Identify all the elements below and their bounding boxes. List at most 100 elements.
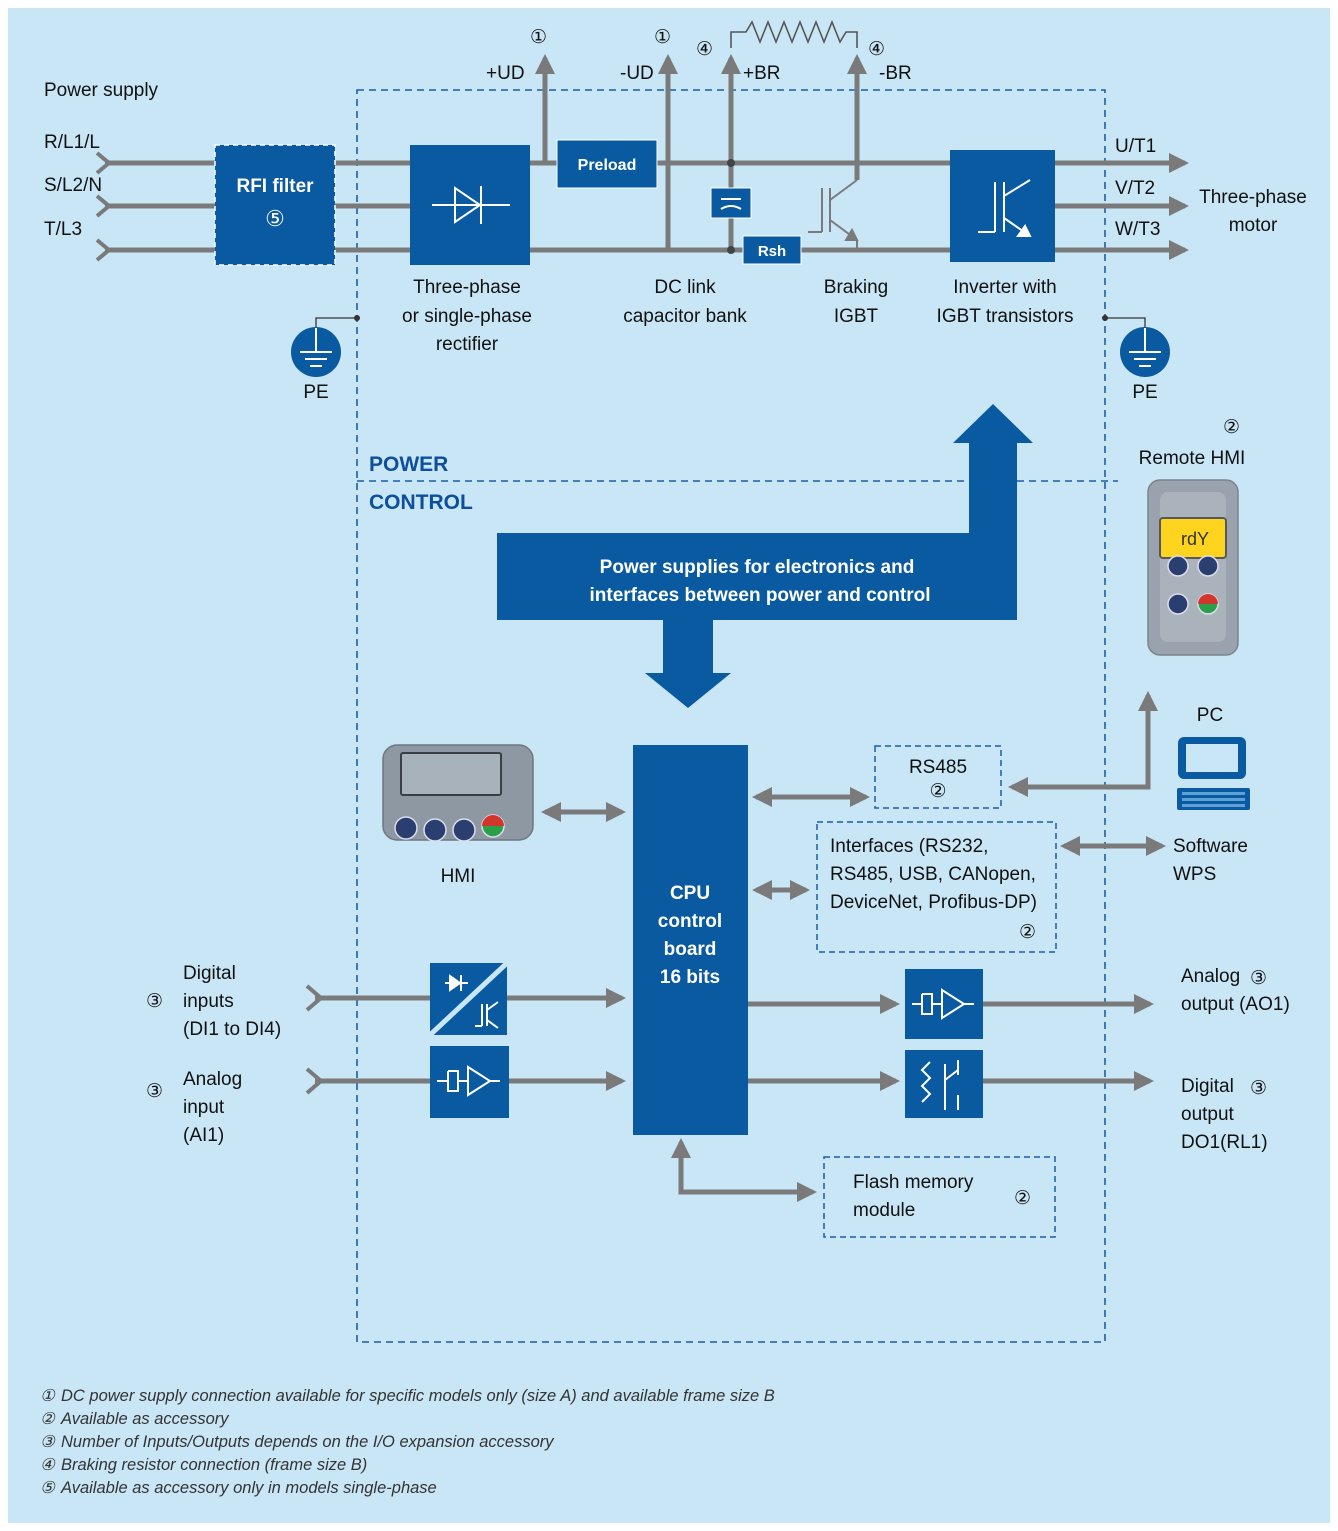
marker-1: ① [530,27,547,48]
software-label: WPS [1173,864,1216,885]
capacitor-icon [720,198,742,210]
analog-output-amplifier [905,969,983,1039]
footnote-marker: ④ [40,1456,56,1474]
marker-2: ② [1019,922,1036,943]
analog-input-label: Analog [183,1069,242,1090]
rsh-block [742,235,802,265]
power-wiring [105,54,1189,260]
power-supply-title: Power supply [44,80,159,101]
motor-output-label: V/T2 [1115,178,1155,199]
minus-ud-label: -UD [620,63,654,84]
rfi-filter-block [214,144,336,266]
rs485-label: RS485 [909,757,967,778]
analog-input-label: input [183,1097,225,1118]
pc-icon [1177,737,1250,810]
minus-br-label: -BR [879,63,912,84]
rs485-box [874,745,1002,809]
marker-2: ② [1014,1188,1031,1209]
motor-output-label: W/T3 [1115,219,1160,240]
interfaces-box [816,821,1057,953]
footnotes: ① DC power supply connection available f… [40,1387,775,1497]
junction-dot [727,246,735,254]
input-chevrons [95,151,113,262]
marker-2: ② [929,781,946,802]
cpu-block [633,745,748,1135]
footnote-marker: ③ [40,1433,56,1451]
pe-ground-left [291,315,360,377]
capacitor-block [710,187,752,219]
braking-label: Braking [824,277,888,298]
power-supplies-label: interfaces between power and control [589,585,930,606]
control-section-label: CONTROL [369,491,473,514]
inverter-label: Inverter with [953,277,1056,298]
phase-label: T/L3 [44,219,82,240]
analog-output-label: Analog [1181,966,1240,987]
pe-ground-right [1102,315,1170,377]
cpu-label: CPU [670,883,710,904]
power-supplies-label: Power supplies for electronics and [600,557,915,578]
cpu-label: board [664,939,717,960]
pc-label: PC [1197,705,1223,726]
footnote-marker: ⑤ [40,1479,56,1497]
footnote-text: DC power supply connection available for… [61,1387,775,1405]
software-label: Software [1173,836,1248,857]
marker-5: ⑤ [265,206,285,231]
marker-2: ② [1223,417,1240,438]
igbt-icon [978,179,1032,237]
rectifier-label: rectifier [436,334,499,355]
dc-link-label: capacitor bank [623,306,747,327]
footnote-marker: ① [40,1387,56,1405]
digital-inputs-label: inputs [183,991,234,1012]
motor-label: motor [1229,215,1278,236]
rfi-filter-label: RFI filter [236,176,314,197]
interfaces-label: DeviceNet, Profibus-DP) [830,892,1037,913]
braking-resistor [730,19,858,48]
motor-label: Three-phase [1199,187,1307,208]
digital-output-label: DO1(RL1) [1181,1132,1268,1153]
flash-memory-label: Flash memory [853,1172,974,1193]
plus-ud-label: +UD [486,63,525,84]
marker-3: ③ [146,1081,163,1102]
interfaces-label: RS485, USB, CANopen, [830,864,1036,885]
marker-3: ③ [1250,1078,1267,1099]
phase-label: R/L1/L [44,132,100,153]
remote-hmi-device: rdY [1147,479,1239,656]
rsh-label: Rsh [758,243,786,260]
dc-link-label: DC link [654,277,716,298]
analog-output-label: output (AO1) [1181,994,1290,1015]
digital-inputs-label: Digital [183,963,236,984]
marker-4: ④ [696,39,713,60]
marker-3: ③ [146,991,163,1012]
analog-input-label: (AI1) [183,1125,224,1146]
marker-1: ① [654,27,671,48]
remote-hmi-display: rdY [1181,529,1209,549]
rectifier-label: or single-phase [402,306,532,327]
analog-input-amplifier [430,1046,509,1118]
diode-icon [432,186,510,224]
marker-4: ④ [868,39,885,60]
digital-output-label: output [1181,1104,1235,1125]
preload-label: Preload [578,157,637,174]
footnote-text: Number of Inputs/Outputs depends on the … [61,1433,555,1451]
marker-3: ③ [1250,968,1267,989]
footnote-text: Available as accessory only in models si… [60,1479,437,1497]
rectifier-label: Three-phase [413,277,521,298]
interfaces-label: Interfaces (RS232, [830,836,988,857]
junction-dot [727,159,735,167]
flash-memory-label: module [853,1200,915,1221]
footnote-text: Available as accessory [60,1410,230,1428]
flash-memory-box [823,1156,1056,1238]
pe-label: PE [1132,382,1157,403]
input-chevrons [305,984,325,1095]
inverter-label: IGBT transistors [937,306,1074,327]
preload-block [556,139,658,189]
digital-output-relay [905,1050,983,1118]
motor-output-label: U/T1 [1115,136,1156,157]
pe-label: PE [303,382,328,403]
cpu-label: 16 bits [660,967,720,988]
footnote-text: Braking resistor connection (frame size … [61,1456,367,1474]
digital-output-label: Digital [1181,1076,1234,1097]
digital-inputs-label: (DI1 to DI4) [183,1019,281,1040]
footnote-marker: ② [40,1410,56,1428]
